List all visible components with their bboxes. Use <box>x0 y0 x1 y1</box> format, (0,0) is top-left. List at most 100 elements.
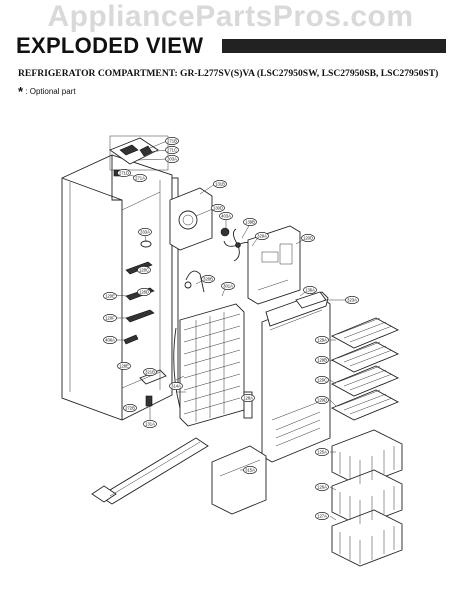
top-hinge-assembly <box>109 135 169 177</box>
part-label-text: 127A <box>317 513 327 518</box>
part-label-text: 272B <box>125 405 135 410</box>
part-label-text: 329A <box>257 233 267 238</box>
bottom-duct <box>91 437 209 505</box>
part-label-text: 321B <box>145 369 155 374</box>
part-label-329a: 329A <box>255 232 269 240</box>
evaporator-assembly <box>173 303 253 427</box>
part-label-126a: 126A <box>315 483 329 491</box>
part-label-text: 406A <box>105 337 115 342</box>
part-label-text: 120D <box>303 235 313 240</box>
part-label-text: 320B <box>203 276 213 281</box>
part-label-text: 131A <box>145 421 155 426</box>
part-label-271d: 271D <box>117 169 131 177</box>
part-label-text: 129A <box>317 337 327 342</box>
part-label-text: 128C <box>139 267 149 272</box>
part-label-text: 271B <box>167 138 177 143</box>
part-labels: 271B 271C 303A 271D 271A 131B 130D 403A 139B 329A… <box>103 137 359 520</box>
drain-pan <box>211 445 267 515</box>
optional-star: * <box>18 84 24 99</box>
part-label-bubble <box>315 396 329 404</box>
title-bar: EXPLODED VIEW <box>14 33 446 59</box>
wire-baskets <box>331 429 403 567</box>
part-label-bubble <box>315 512 329 520</box>
part-label-text: 125A <box>317 449 327 454</box>
part-label-bubble <box>169 382 183 390</box>
part-label-bubble <box>133 174 147 182</box>
part-label-bubble <box>315 448 329 456</box>
part-label-text: 136A <box>305 287 315 292</box>
part-label-271a: 271A <box>133 174 147 182</box>
part-label-text: 314A <box>171 383 181 388</box>
part-label-text: 128D <box>139 289 149 294</box>
part-label-129b: 129B <box>315 356 329 364</box>
part-label-text: 301A <box>223 283 233 288</box>
part-label-272b: 272B <box>123 404 137 412</box>
part-label-text: 129D <box>317 397 327 402</box>
part-label-131a: 131A <box>143 420 157 428</box>
part-label-bubble <box>137 288 151 296</box>
part-label-bubble <box>315 336 329 344</box>
part-label-text: 131B <box>215 181 225 186</box>
part-label-333a: 333A <box>138 228 152 236</box>
part-label-bubble <box>138 228 152 236</box>
part-label-271b: 271B <box>165 137 179 145</box>
part-label-bubble <box>221 282 235 290</box>
part-label-129d: 129D <box>315 396 329 404</box>
part-label-bubble <box>219 212 233 220</box>
part-label-129c: 129C <box>315 376 329 384</box>
part-label-text: 315A <box>245 467 255 472</box>
part-label-text: 128A <box>243 395 253 400</box>
part-label-bubble <box>103 336 117 344</box>
title-rule <box>222 39 446 53</box>
part-label-bubble <box>211 204 225 212</box>
part-label-301a: 301A <box>221 282 235 290</box>
part-label-bubble <box>165 137 179 145</box>
part-label-120d: 120D <box>301 234 315 242</box>
part-label-text: 303A <box>167 156 177 161</box>
part-label-text: 323A <box>347 297 357 302</box>
part-label-text: 120F <box>105 315 115 320</box>
part-label-bubble <box>103 314 117 322</box>
part-label-text: 129B <box>317 357 327 362</box>
part-label-128c: 128C <box>137 266 151 274</box>
wire-shelves <box>330 317 400 421</box>
part-label-bubble <box>117 169 131 177</box>
part-label-bubble <box>243 466 257 474</box>
part-label-bubble <box>143 368 157 376</box>
part-label-bubble <box>213 180 227 188</box>
part-label-323a: 323A <box>345 296 359 304</box>
part-label-120f: 120F <box>103 314 117 322</box>
part-label-text: 130D <box>213 205 223 210</box>
part-label-321b: 321B <box>143 368 157 376</box>
part-label-text: 271D <box>119 170 129 175</box>
part-label-text: 403A <box>221 213 231 218</box>
part-label-bubble <box>315 483 329 491</box>
part-label-bubble <box>165 146 179 154</box>
watermark: AppliancePartsPros.com <box>47 0 414 33</box>
fan-motor-assembly <box>169 187 255 293</box>
part-label-127a: 127A <box>315 512 329 520</box>
part-label-bubble <box>303 286 317 294</box>
part-label-128e: 128E <box>117 362 131 370</box>
part-label-120e: 120E <box>103 292 117 300</box>
part-label-320b: 320B <box>201 275 215 283</box>
part-label-bubble <box>117 362 131 370</box>
part-label-128a: 128A <box>241 394 255 402</box>
optional-note: * : Optional part <box>18 84 76 99</box>
part-label-bubble <box>315 376 329 384</box>
part-label-bubble <box>345 296 359 304</box>
part-label-bubble <box>255 232 269 240</box>
part-label-315a: 315A <box>243 466 257 474</box>
diagram-subtitle: REFRIGERATOR COMPARTMENT: GR-L277SV(S)VA… <box>18 68 439 79</box>
part-label-bubble <box>103 292 117 300</box>
optional-label: : Optional part <box>23 87 76 96</box>
part-label-text: 139B <box>245 219 255 224</box>
cabinet-body <box>61 154 179 421</box>
part-label-bubble <box>301 234 315 242</box>
part-label-139b: 139B <box>243 218 257 226</box>
part-label-271c: 271C <box>165 146 179 154</box>
part-label-406a: 406A <box>103 336 117 344</box>
part-label-130d: 130D <box>211 204 225 212</box>
part-label-128d: 128D <box>137 288 151 296</box>
